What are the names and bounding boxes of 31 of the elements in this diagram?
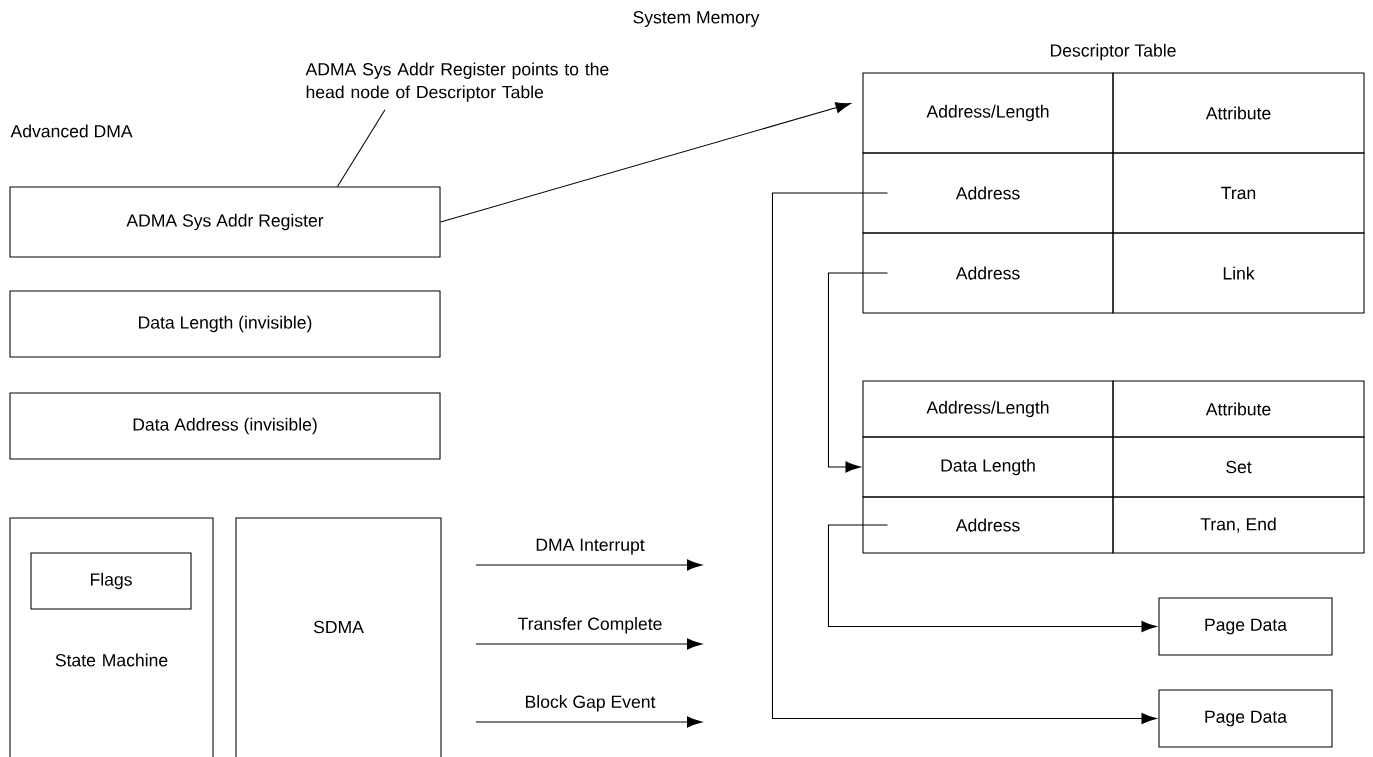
register-box: Data Address (invisible) <box>9 392 441 460</box>
arrow <box>827 524 1157 633</box>
table-cell: Address/Length <box>862 380 1114 438</box>
signal-label: Block Gap Event <box>526 695 656 712</box>
table-cell: Address <box>862 496 1114 554</box>
table-cell: Attribute <box>1112 380 1365 438</box>
page-data-box: Page Data <box>1158 597 1333 656</box>
arrow <box>827 272 888 473</box>
table-cell: Address <box>862 152 1114 234</box>
signal-label: DMA Interrupt <box>536 538 645 555</box>
table-cell: Tran, End <box>1112 496 1365 554</box>
table-cell: Address/Length <box>862 72 1114 154</box>
table-cell: Link <box>1112 232 1365 314</box>
annotation-text: ADMA Sys Addr Register points to the head node of Descriptor Table <box>305 62 609 102</box>
register-box: Data Length (invisible) <box>9 290 441 358</box>
table-cell: Attribute <box>1112 72 1365 154</box>
table-cell: Tran <box>1112 152 1365 234</box>
page-data-box: Page Data <box>1158 689 1333 748</box>
table-cell: Data Length <box>862 436 1114 498</box>
arrow <box>440 102 851 223</box>
table-cell: Address <box>862 232 1114 314</box>
flags-box: Flags <box>30 552 192 610</box>
section-title: System Memory <box>633 11 760 27</box>
register-box: ADMA Sys Addr Register <box>9 186 441 258</box>
table-cell: Set <box>1112 436 1365 498</box>
section-title: Advanced DMA <box>10 124 133 138</box>
arrow <box>771 192 1157 725</box>
leader-line <box>336 109 386 187</box>
signal-label: Transfer Complete <box>517 617 662 634</box>
sdma-box: SDMA <box>235 517 442 757</box>
table-title: Descriptor Table <box>1050 43 1176 61</box>
